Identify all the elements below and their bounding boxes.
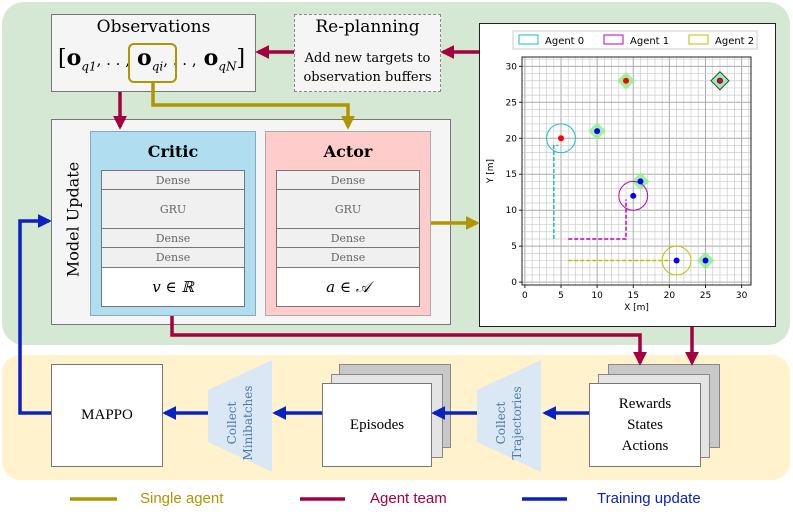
legend-swatch	[603, 34, 624, 45]
blue-point	[630, 192, 637, 199]
x-tick-label: 5	[558, 291, 564, 301]
x-tick-label: 0	[522, 291, 528, 301]
blue-point	[702, 257, 709, 264]
blue-point	[594, 128, 601, 135]
replanning-text-1: Add new targets to	[304, 51, 431, 66]
y-tick-label: 25	[506, 98, 517, 108]
critic-layer-dense: Dense	[101, 229, 245, 248]
critic-layer-dense: Dense	[101, 248, 245, 268]
replanning-title: Re-planning	[315, 17, 420, 37]
x-tick-label: 30	[736, 291, 748, 301]
legend-entry: Agent 0	[545, 36, 584, 47]
y-tick-label: 15	[506, 170, 517, 180]
actor-layer-dense: Dense	[276, 248, 420, 268]
legend-swatch	[688, 34, 709, 45]
red-point	[558, 135, 565, 142]
y-tick-label: 30	[506, 62, 518, 72]
y-tick-label: 5	[511, 242, 517, 252]
plot-axes	[521, 56, 752, 286]
actor-output: a ∈ 𝒜	[276, 268, 420, 307]
critic-block: Critic Dense GRU Dense Dense v ∈ ℝ	[90, 131, 256, 316]
x-tick-label: 20	[664, 291, 676, 301]
legend-training-update: Training update	[597, 490, 701, 507]
actor-layer-gru: GRU	[276, 190, 420, 229]
observations-title: Observations	[96, 17, 211, 37]
simulation-plot: 0 5 10 15 20 25 30 0 5 10 15 20 25 30 X [m] Y [m] Agent …	[486, 30, 758, 313]
red-point	[717, 78, 723, 83]
legend-entry: Agent 1	[630, 36, 669, 47]
actor-title: Actor	[323, 142, 373, 161]
agent-path	[553, 144, 559, 239]
x-tick-label: 25	[700, 291, 711, 301]
legend-entry: Agent 2	[715, 36, 754, 47]
replanning-text-2: observation buffers	[303, 70, 432, 85]
agent-sensing-circle	[546, 123, 576, 154]
observations-box: Observations [oq1, . . , oqi, . . , oqN]	[51, 14, 256, 92]
actor-layer-dense: Dense	[276, 170, 420, 190]
y-tick-label: 20	[506, 134, 518, 144]
critic-title: Critic	[147, 142, 199, 161]
episodes-box: Episodes	[322, 383, 432, 467]
blue-point	[637, 178, 644, 185]
critic-output: v ∈ ℝ	[101, 268, 245, 307]
blue-point	[673, 257, 680, 264]
legend-agent-team: Agent team	[370, 490, 447, 507]
x-tick-label: 15	[628, 291, 639, 301]
arrow-observation-to-actor	[151, 82, 355, 130]
observation-vector: [oq1, . . , oqi, . . , oqN]	[58, 45, 246, 74]
red-point	[623, 77, 630, 84]
collect-minibatches-funnel	[208, 360, 272, 472]
y-tick-label: 0	[511, 278, 517, 288]
y-tick-label: 10	[506, 206, 518, 216]
critic-network: Dense GRU Dense Dense v ∈ ℝ	[91, 170, 255, 308]
agent-sensing-circle	[661, 245, 692, 276]
actor-layer-dense: Dense	[276, 229, 420, 248]
legend-swatch	[518, 34, 539, 45]
arrow-mappo-to-model-update	[18, 214, 52, 415]
x-tick-label: 10	[591, 291, 603, 301]
agent-sensing-circle	[618, 180, 649, 211]
critic-layer-dense: Dense	[101, 170, 245, 190]
collect-trajectories-funnel	[477, 360, 541, 472]
arrow-critic-to-rewards	[170, 316, 647, 366]
legend-single-agent: Single agent	[140, 490, 224, 507]
agent-path	[568, 199, 627, 240]
actor-network: Dense GRU Dense Dense a ∈ 𝒜	[266, 170, 430, 308]
y-axis-label: Y [m]	[486, 159, 496, 184]
replanning-box: Re-planning Add new targets to observati…	[294, 14, 441, 92]
x-axis-label: X [m]	[624, 303, 649, 313]
critic-layer-gru: GRU	[101, 190, 245, 229]
actor-block: Actor Dense GRU Dense Dense a ∈ 𝒜	[265, 131, 431, 316]
